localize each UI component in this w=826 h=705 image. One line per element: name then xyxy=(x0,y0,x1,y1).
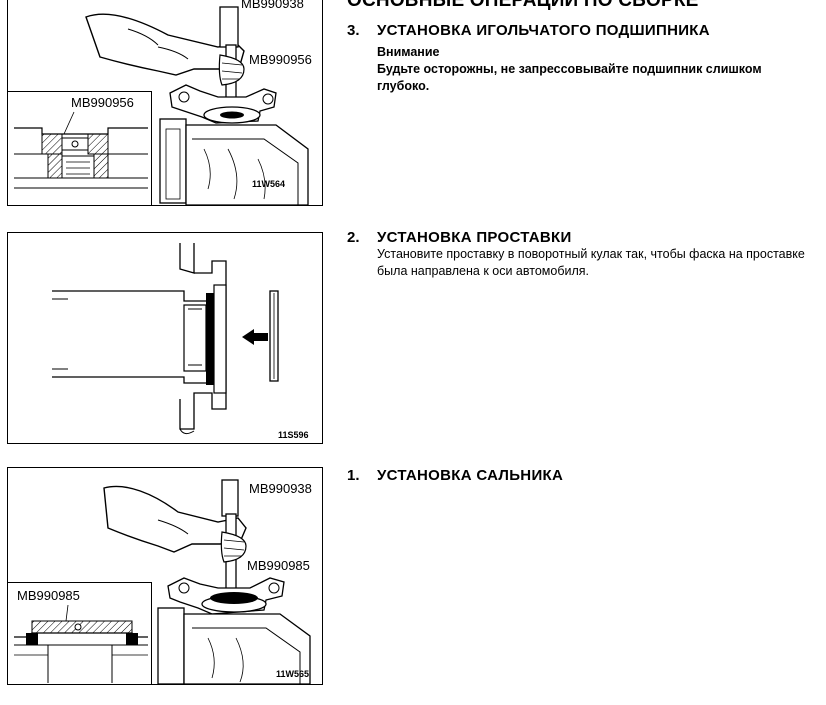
figure-code: 11W564 xyxy=(252,179,286,189)
spacer-illustration xyxy=(52,243,279,435)
needle-bearing-inset: MB990956 xyxy=(8,91,152,205)
oil-seal-inset: MB990985 xyxy=(8,582,152,684)
step-number: 2. xyxy=(347,229,360,246)
inset-section-drawing xyxy=(14,604,148,683)
step-number: 3. xyxy=(347,22,360,39)
note-title: Внимание xyxy=(377,45,440,59)
inset-section-drawing xyxy=(14,111,148,189)
figure-code: 11W565 xyxy=(276,669,310,679)
step-heading: УСТАНОВКА САЛЬНИКА xyxy=(377,467,564,484)
step-heading: УСТАНОВКА ПРОСТАВКИ xyxy=(377,229,572,246)
note-text: Будьте осторожны, не запрессовывайте под… xyxy=(377,62,762,93)
figure-needle-bearing: MB990956 MB990938 MB990956 11W564 xyxy=(7,0,323,206)
tool-top-label: MB990938 xyxy=(240,0,305,11)
inset-tool-label: MB990956 xyxy=(70,95,135,110)
figure-oil-seal: MB990985 MB990938 MB990985 11W565 xyxy=(7,467,323,685)
needle-bearing-illustration xyxy=(85,6,309,205)
page-title: ОСНОВНЫЕ ОПЕРАЦИИ ПО СБОРКЕ xyxy=(347,0,699,11)
tool-mid-label: MB990956 xyxy=(248,52,313,67)
tool-top-label: MB990938 xyxy=(248,481,313,496)
figure-spacer: 11S596 xyxy=(7,232,323,444)
step-text: Установите проставку в поворотный кулак … xyxy=(377,247,805,278)
oil-seal-illustration xyxy=(103,479,311,684)
step-heading: УСТАНОВКА ИГОЛЬЧАТОГО ПОДШИПНИКА xyxy=(377,22,710,39)
tool-mid-label: MB990985 xyxy=(246,558,311,573)
step-number: 1. xyxy=(347,467,360,484)
inset-tool-label: MB990985 xyxy=(16,588,81,603)
figure-code: 11S596 xyxy=(278,430,309,440)
